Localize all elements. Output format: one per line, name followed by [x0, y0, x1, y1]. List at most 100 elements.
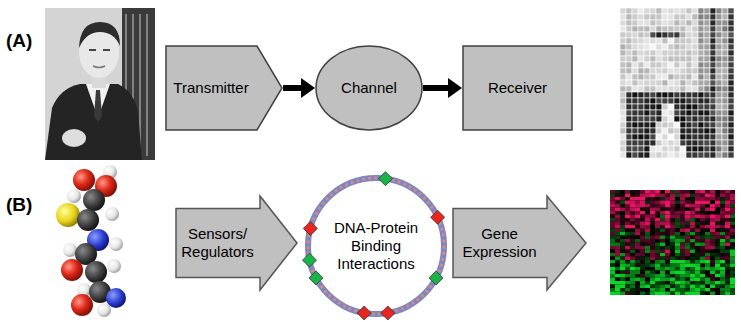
heatmap-cell	[620, 257, 625, 261]
heatmap-cell	[680, 278, 685, 282]
pixel	[620, 110, 626, 116]
pixel	[644, 68, 650, 74]
pixel	[638, 8, 644, 14]
pixel	[704, 74, 710, 80]
heatmap-cell	[665, 267, 670, 271]
pixel	[728, 110, 734, 116]
pixel	[632, 146, 638, 152]
pixel	[656, 68, 662, 74]
pixel	[632, 32, 638, 38]
pixel	[650, 116, 656, 122]
heatmap-cell	[690, 292, 695, 296]
heatmap-cell	[710, 274, 715, 278]
heatmap-cell	[720, 211, 725, 215]
oxygen-atom	[61, 259, 83, 281]
heatmap-cell	[730, 292, 735, 296]
heatmap-cell	[690, 201, 695, 205]
pixel	[716, 14, 722, 20]
pixel	[656, 26, 662, 32]
heatmap-cell	[615, 246, 620, 250]
heatmap-cell	[650, 197, 655, 201]
pixel	[668, 92, 674, 98]
heatmap-cell	[690, 243, 695, 247]
channel-ellipse: Channel	[315, 45, 423, 131]
heatmap-cell	[640, 260, 645, 264]
heatmap-cell	[610, 218, 615, 222]
heatmap-cell	[715, 274, 720, 278]
heatmap-cell	[630, 260, 635, 264]
heatmap-cell	[650, 250, 655, 254]
heatmap-cell	[640, 267, 645, 271]
heatmap-cell	[720, 222, 725, 226]
heatmap-cell	[675, 267, 680, 271]
node-text: Sensors/ Regulators	[176, 225, 260, 261]
heatmap-cell	[705, 274, 710, 278]
pixel	[698, 44, 704, 50]
heatmap-cell	[695, 257, 700, 261]
heatmap-cell	[680, 253, 685, 257]
heatmap-cell	[615, 204, 620, 208]
heatmap-cell	[640, 190, 645, 194]
heatmap-cell	[675, 201, 680, 205]
receiver-box: Receiver	[462, 45, 573, 131]
pixel	[674, 86, 680, 92]
heatmap-cell	[695, 211, 700, 215]
heatmap-cell	[690, 225, 695, 229]
heatmap-cell	[725, 292, 730, 296]
heatmap-cell	[710, 197, 715, 201]
pixel	[722, 56, 728, 62]
pixel	[692, 128, 698, 134]
pixel	[662, 152, 668, 158]
heatmap-cell	[645, 222, 650, 226]
pixel	[644, 140, 650, 146]
pixel	[656, 74, 662, 80]
heatmap-cell	[695, 292, 700, 296]
pixel	[716, 134, 722, 140]
pixel	[662, 146, 668, 152]
heatmap-cell	[715, 239, 720, 243]
pixel	[674, 104, 680, 110]
pixel	[698, 80, 704, 86]
heatmap-cell	[675, 271, 680, 275]
pixel	[698, 134, 704, 140]
pixel	[704, 26, 710, 32]
heatmap-cell	[715, 218, 720, 222]
pixel	[722, 80, 728, 86]
heatmap-cell	[720, 246, 725, 250]
heatmap-cell	[610, 285, 615, 289]
pixel	[686, 92, 692, 98]
heatmap-cell	[700, 225, 705, 229]
heatmap-cell	[625, 225, 630, 229]
heatmap-cell	[695, 222, 700, 226]
heatmap-cell	[705, 260, 710, 264]
heatmap-cell	[685, 257, 690, 261]
heatmap-cell	[640, 208, 645, 212]
heatmap-cell	[635, 229, 640, 233]
pixel	[716, 50, 722, 56]
pixel	[638, 146, 644, 152]
heatmap-cell	[665, 225, 670, 229]
pixel	[680, 32, 686, 38]
heatmap-cell	[675, 288, 680, 292]
pixel	[656, 128, 662, 134]
pixel	[656, 152, 662, 158]
pixel	[674, 14, 680, 20]
heatmap-cell	[680, 267, 685, 271]
heatmap-cell	[730, 246, 735, 250]
oxygen-atom	[73, 169, 95, 191]
heatmap-cell	[685, 232, 690, 236]
heatmap-cell	[615, 211, 620, 215]
pixel	[632, 44, 638, 50]
heatmap-cell	[625, 281, 630, 285]
pixel	[674, 122, 680, 128]
heatmap-cell	[655, 229, 660, 233]
heatmap-cell	[730, 225, 735, 229]
pixel	[626, 152, 632, 158]
pixel	[710, 32, 716, 38]
heatmap-cell	[715, 292, 720, 296]
heatmap-cell	[670, 190, 675, 194]
pixel	[650, 104, 656, 110]
heatmap-cell	[655, 292, 660, 296]
heatmap-cell	[700, 194, 705, 198]
heatmap-cell	[710, 215, 715, 219]
